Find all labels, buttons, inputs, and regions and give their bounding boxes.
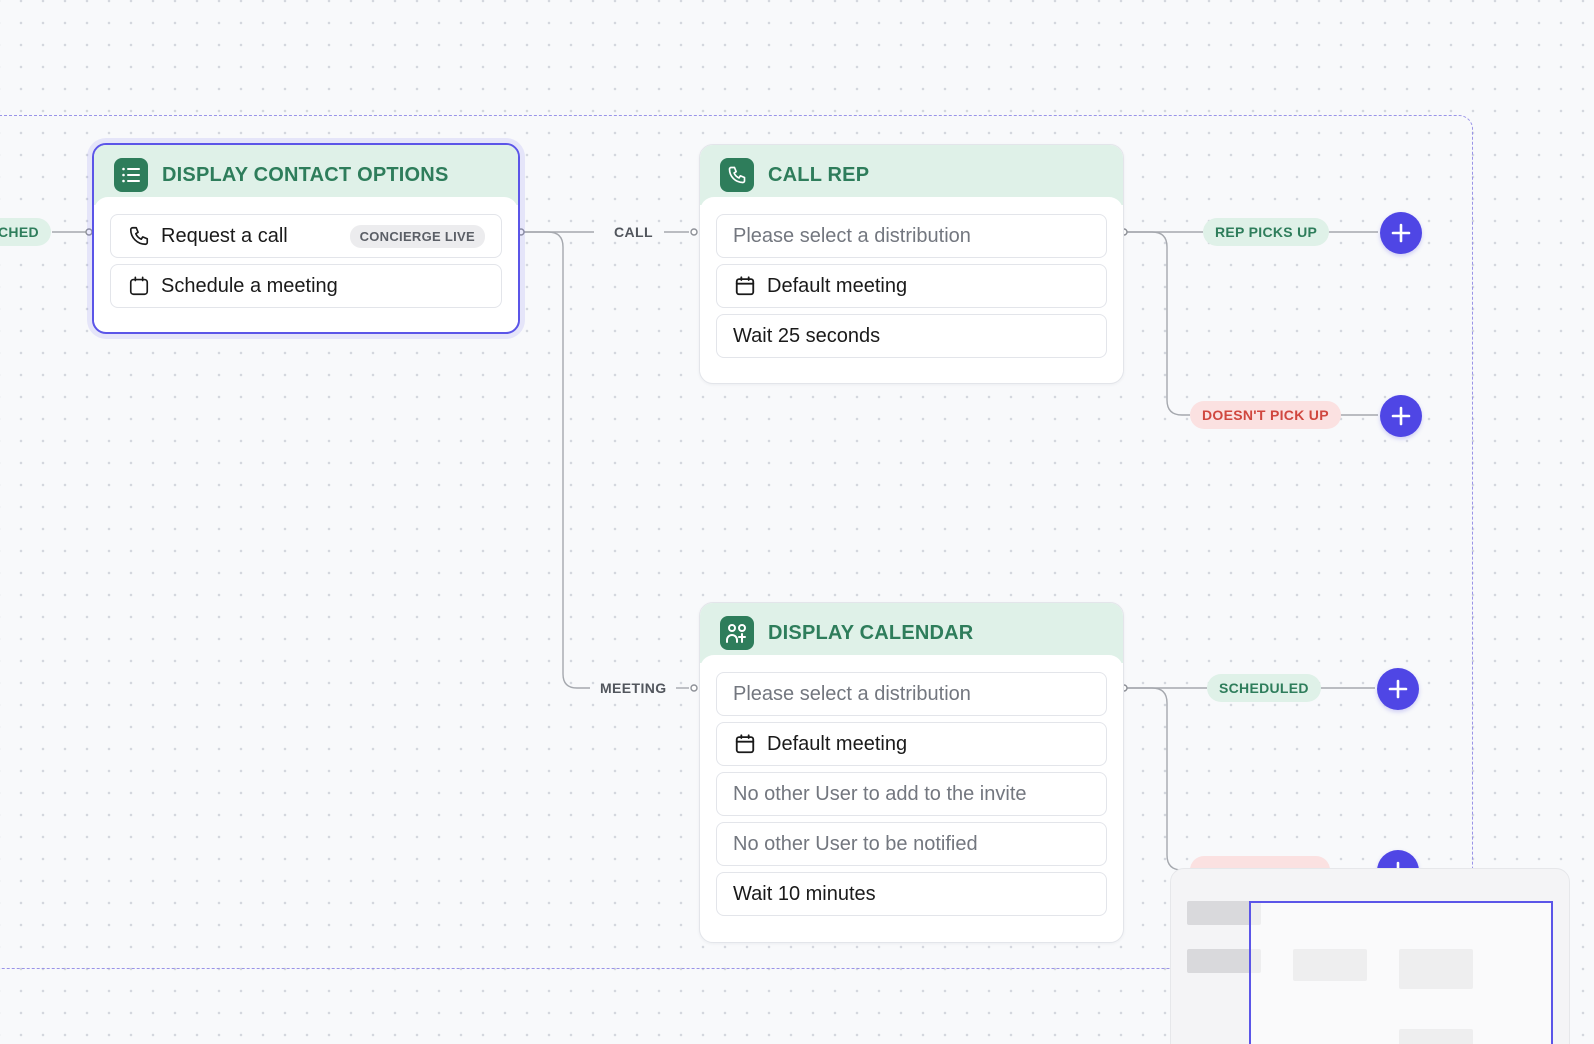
option-schedule-meeting[interactable]: Schedule a meeting	[110, 264, 502, 308]
list-icon	[114, 158, 148, 192]
node-title: DISPLAY CONTACT OPTIONS	[162, 163, 449, 186]
minimap-viewport[interactable]	[1249, 901, 1553, 1044]
wait-duration[interactable]: Wait 10 minutes	[716, 872, 1107, 916]
minimap[interactable]	[1170, 868, 1570, 1044]
distribution-select[interactable]: Please select a distribution	[716, 214, 1107, 258]
add-step-button[interactable]	[1380, 395, 1422, 437]
group-frame	[0, 115, 1473, 969]
edge-badge-rep-picks-up[interactable]: REP PICKS UP	[1203, 218, 1330, 246]
calendar-icon	[733, 274, 757, 298]
minimap-node	[1187, 949, 1261, 973]
notify-users-select[interactable]: No other User to be notified	[716, 822, 1107, 866]
node-title: DISPLAY CALENDAR	[768, 621, 974, 644]
invite-users-select[interactable]: No other User to add to the invite	[716, 772, 1107, 816]
calendar-icon	[733, 732, 757, 756]
add-step-button[interactable]	[1380, 212, 1422, 254]
row-text: Wait 25 seconds	[733, 324, 881, 347]
option-label: Schedule a meeting	[161, 274, 338, 297]
row-text: Default meeting	[767, 274, 908, 297]
row-text: No other User to be notified	[733, 832, 978, 855]
node-header: CALL REP	[700, 145, 1123, 205]
row-text: Please select a distribution	[733, 682, 971, 705]
edge-badge-scheduled[interactable]: SCHEDULED	[1207, 674, 1321, 702]
meeting-type-select[interactable]: Default meeting	[716, 722, 1107, 766]
edge-badge-doesnt-pick-up[interactable]: DOESN'T PICK UP	[1190, 401, 1341, 429]
option-request-call[interactable]: Request a call CONCIERGE LIVE	[110, 214, 502, 258]
phone-icon	[720, 158, 754, 192]
row-text: Default meeting	[767, 732, 908, 755]
edge-label-meeting: MEETING	[596, 680, 671, 696]
calendar-icon	[127, 274, 151, 298]
row-text: Please select a distribution	[733, 224, 971, 247]
row-text: Wait 10 minutes	[733, 882, 876, 905]
node-header: DISPLAY CALENDAR	[700, 603, 1123, 663]
minimap-node	[1187, 901, 1261, 925]
distribution-select[interactable]: Please select a distribution	[716, 672, 1107, 716]
add-step-button[interactable]	[1377, 668, 1419, 710]
phone-icon	[127, 224, 151, 248]
plus-icon	[1391, 406, 1411, 426]
concierge-live-tag: CONCIERGE LIVE	[349, 224, 485, 248]
meeting-type-select[interactable]: Default meeting	[716, 264, 1107, 308]
node-header: DISPLAY CONTACT OPTIONS	[94, 145, 518, 205]
edge-label-call: CALL	[610, 224, 657, 240]
plus-icon	[1388, 679, 1408, 699]
node-title: CALL REP	[768, 163, 870, 186]
plus-icon	[1391, 223, 1411, 243]
node-display-calendar[interactable]: DISPLAY CALENDAR Please select a distrib…	[699, 602, 1124, 943]
row-text: No other User to add to the invite	[733, 782, 1027, 805]
node-call-rep[interactable]: CALL REP Please select a distribution De…	[699, 144, 1124, 384]
option-label: Request a call	[161, 224, 288, 247]
wait-duration[interactable]: Wait 25 seconds	[716, 314, 1107, 358]
users-icon	[720, 616, 754, 650]
incoming-edge-badge[interactable]: CHED	[0, 218, 51, 246]
node-display-contact-options[interactable]: DISPLAY CONTACT OPTIONS Request a call C…	[92, 143, 520, 334]
